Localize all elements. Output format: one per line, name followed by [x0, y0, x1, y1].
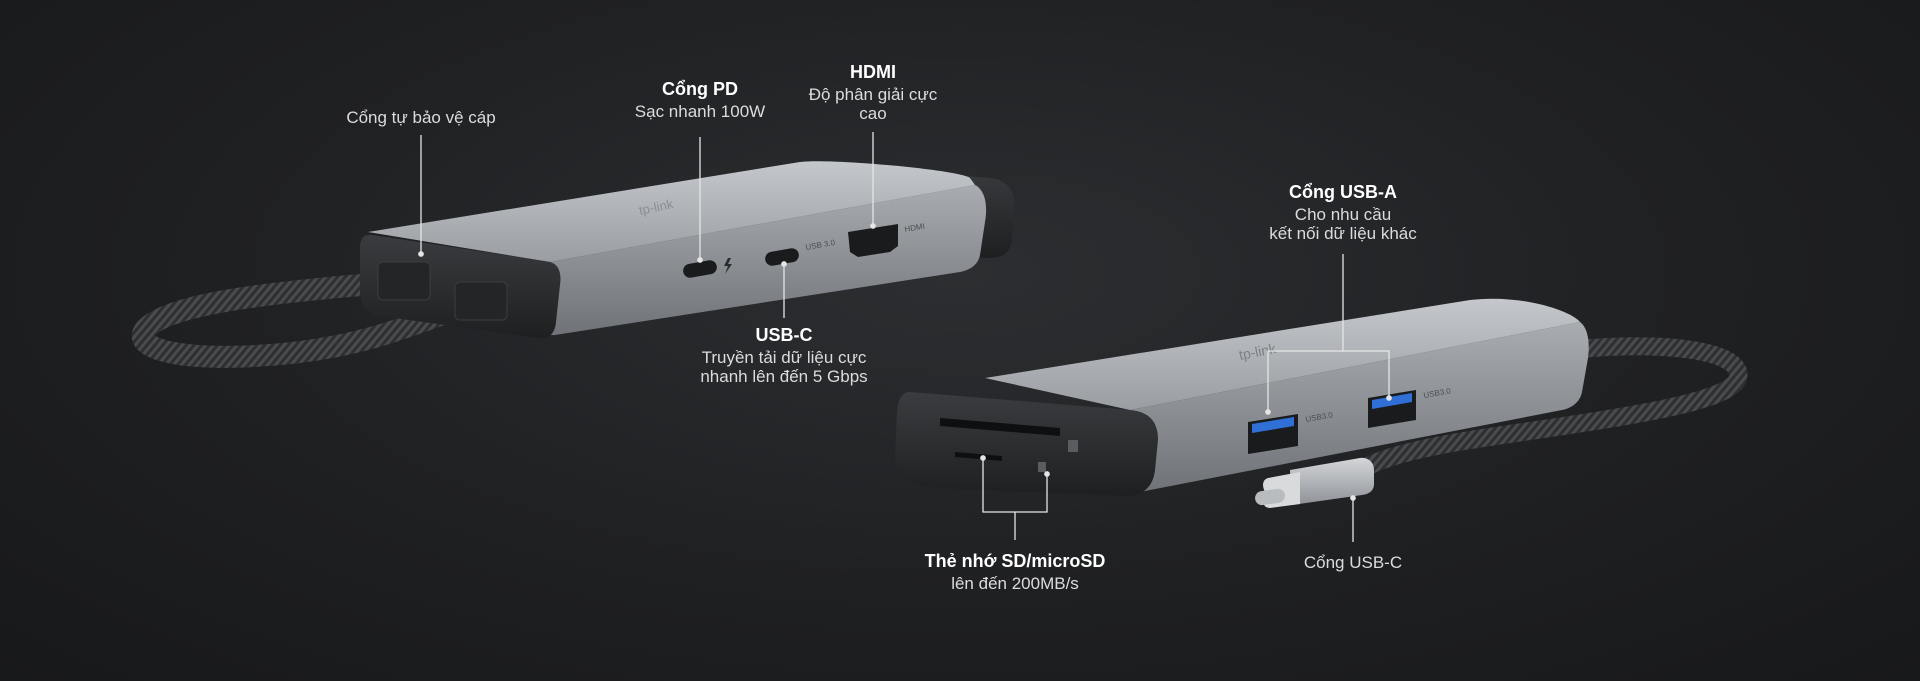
usb-c-plug [1255, 457, 1374, 508]
usb-a-line-2: kết nối dữ liệu khác [1269, 224, 1417, 243]
cable-connector-left [377, 261, 431, 301]
usb-c-line-1: Truyền tải dữ liệu cực [701, 348, 867, 367]
right-hub: USB3.0 USB3.0 tp-link [895, 298, 1748, 508]
pd-port [683, 260, 717, 278]
left-hub-cable [131, 269, 481, 368]
pd-port-label: Cổng PD Sạc nhanh 100W [610, 79, 790, 122]
lightning-icon [724, 258, 732, 274]
pd-port-title: Cổng PD [662, 79, 738, 99]
right-hub-cable [1361, 337, 1748, 474]
usb-a-line-1: Cho nhu cầu [1294, 205, 1392, 224]
hdmi-port [848, 224, 898, 257]
usb-c-port [765, 248, 799, 266]
left-hub-brand: tp-link [638, 196, 676, 218]
left-hub: USB 3.0 HDMI tp-link [131, 161, 1015, 368]
usb-a-port-1 [1248, 414, 1298, 454]
microsd-card-icon [1038, 462, 1046, 472]
usb-c-label: USB-C Truyền tải dữ liệu cực nhanh lên đ… [664, 325, 904, 387]
sd-card-line-1: lên đến 200MB/s [951, 574, 1079, 593]
usb-a-port-2 [1368, 390, 1416, 428]
usb-a-title: Cổng USB-A [1289, 182, 1397, 202]
cable-port-label: Cổng tự bảo vệ cáp [320, 108, 522, 127]
usb-a-label: Cổng USB-A Cho nhu cầu kết nối dữ liệu k… [1223, 182, 1463, 244]
hdmi-port-mark: HDMI [904, 222, 926, 234]
usb-c-line-2: nhanh lên đến 5 Gbps [700, 367, 868, 386]
callout-lines [418, 132, 1392, 542]
hdmi-line-1: Độ phân giải cực [808, 85, 938, 104]
cable-connector-right [454, 281, 508, 321]
cable-port-callout-line [418, 135, 424, 257]
pd-port-line-1: Sạc nhanh 100W [634, 102, 766, 121]
hdmi-callout-line [870, 132, 876, 229]
sd-card-callout-line [980, 455, 1050, 540]
right-hub-top [985, 298, 1580, 410]
right-hub-end-cap [895, 392, 1158, 496]
usb-c-plug-callout-line [1350, 495, 1356, 542]
hdmi-line-2: cao [859, 104, 887, 123]
usb-a-callout-line [1265, 254, 1392, 415]
sd-card-label: Thẻ nhớ SD/microSD lên đến 200MB/s [900, 551, 1130, 594]
hdmi-title: HDMI [850, 62, 896, 82]
hdmi-label: HDMI Độ phân giải cực cao [790, 62, 956, 124]
usb-c-plug-line-1: Cổng USB-C [1303, 553, 1403, 572]
pd-port-callout-line [697, 137, 703, 263]
usb-c-title: USB-C [755, 325, 813, 345]
usb-c-callout-line [781, 261, 787, 318]
left-hub-top [368, 161, 975, 262]
sd-card-title: Thẻ nhớ SD/microSD [924, 551, 1106, 571]
sd-card-icon [1068, 440, 1078, 452]
right-hub-front [1128, 322, 1589, 493]
sd-card-slot [940, 418, 1060, 436]
cable-port-line-1: Cổng tự bảo vệ cáp [346, 108, 496, 127]
microsd-slot [955, 452, 1002, 461]
usb-c-plug-label: Cổng USB-C [1263, 553, 1443, 572]
